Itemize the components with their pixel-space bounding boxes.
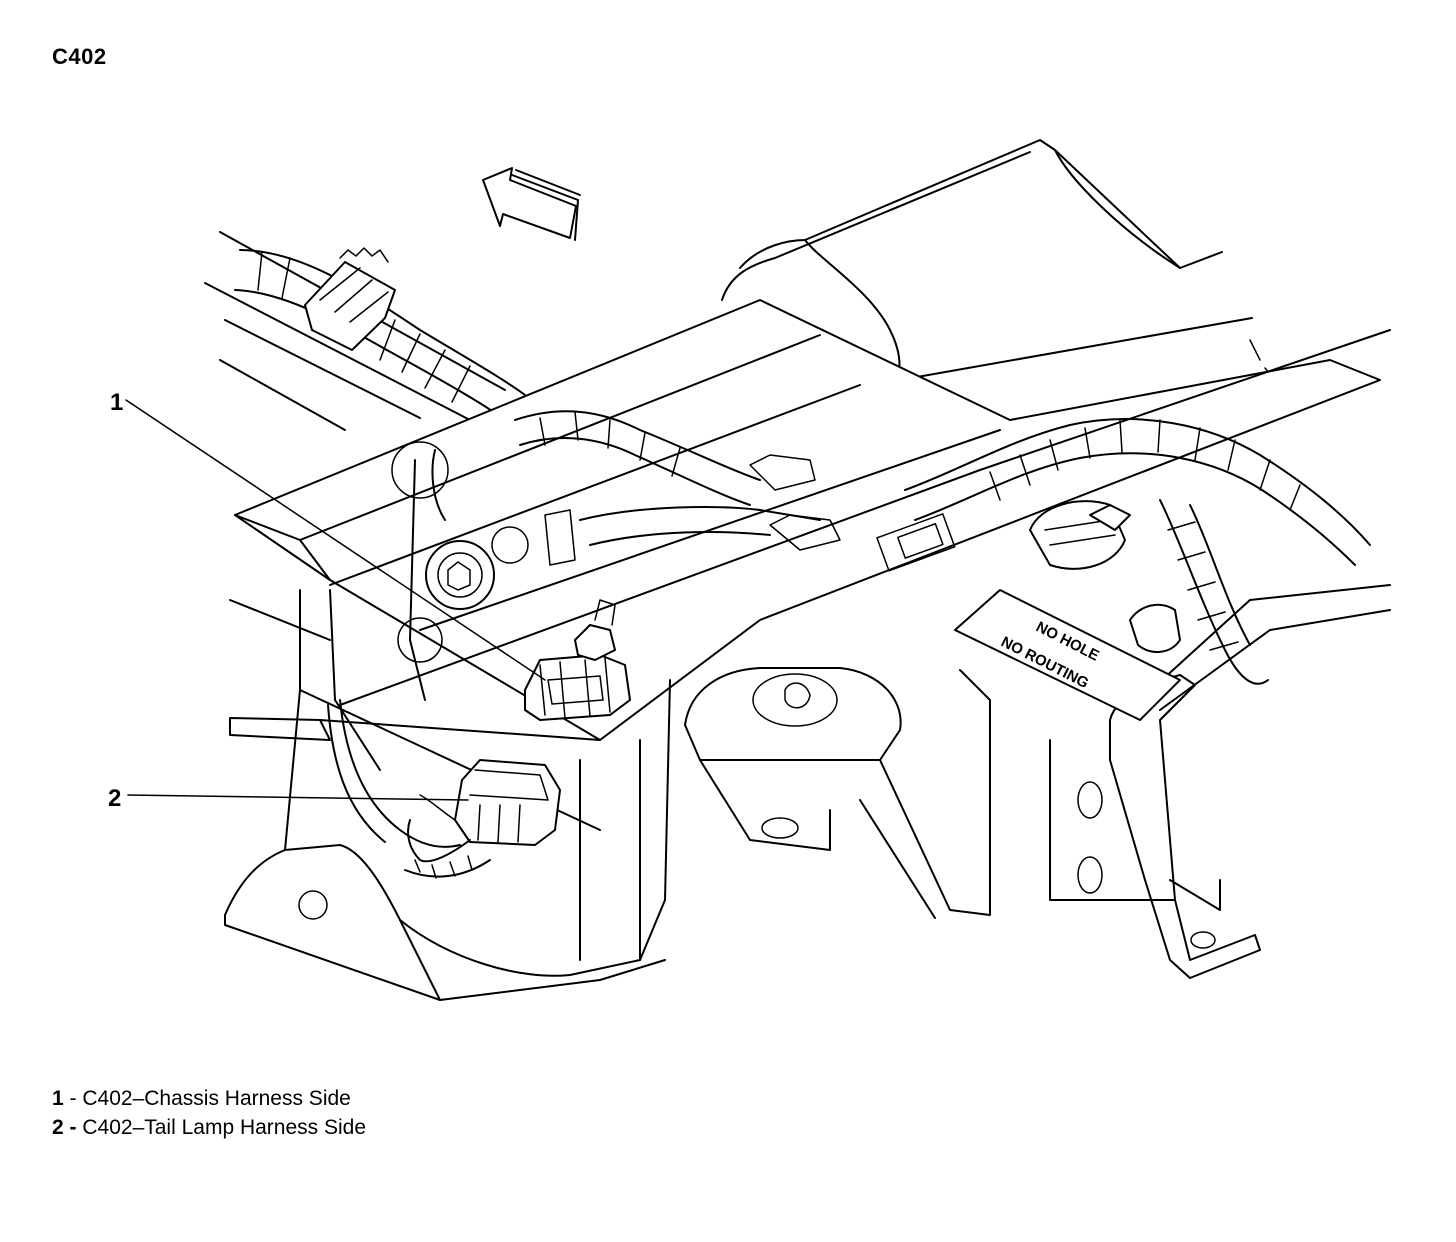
legend: 1 - C402–Chassis Harness Side 2 - C402–T… <box>52 1084 366 1142</box>
callout-2: 2 <box>108 785 469 812</box>
legend-text: C402–Tail Lamp Harness Side <box>82 1116 367 1139</box>
legend-separator: - <box>69 1116 77 1139</box>
center-wiring-harness <box>514 410 956 572</box>
callout-number-2: 2 <box>108 785 121 812</box>
legend-item: 1 - C402–Chassis Harness Side <box>52 1084 366 1113</box>
callout-1: 1 <box>110 389 546 681</box>
lower-frame-base <box>224 599 671 1001</box>
forward-arrow-icon <box>482 167 581 241</box>
callout-number-1: 1 <box>110 389 123 416</box>
connector-c402-tail-lamp-side <box>327 699 561 879</box>
harness-clip <box>304 247 396 351</box>
legend-separator: - <box>69 1087 77 1110</box>
right-wiring-harness <box>904 418 1371 685</box>
page-title: C402 <box>52 44 107 69</box>
legend-text: C402–Chassis Harness Side <box>82 1087 351 1110</box>
background-connector <box>1029 500 1181 653</box>
center-mount <box>684 667 991 919</box>
legend-number: 1 <box>52 1087 64 1110</box>
legend-item: 2 - C402–Tail Lamp Harness Side <box>52 1113 366 1142</box>
connector-c402-chassis-side <box>524 599 631 721</box>
rear-wiring-harness <box>234 249 526 421</box>
legend-number: 2 <box>52 1116 64 1139</box>
